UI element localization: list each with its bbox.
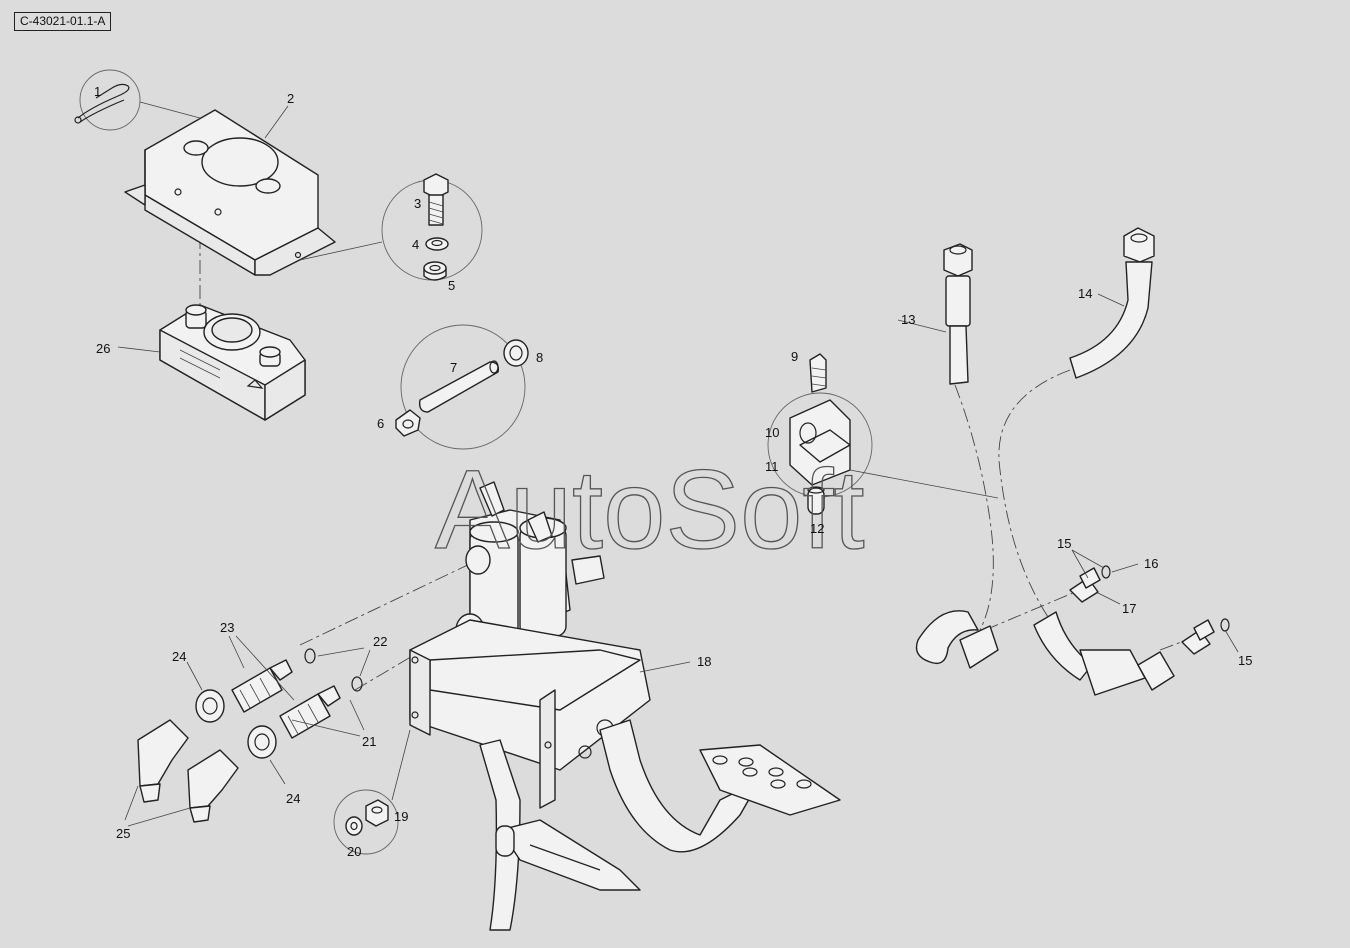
callout-4: 4 (412, 237, 419, 252)
callout-21: 21 (362, 734, 376, 749)
callout-1: 1 (94, 84, 101, 99)
callout-6: 6 (377, 416, 384, 431)
r-clip-part (74, 83, 130, 124)
callout-numbers: 1 2 3 4 5 6 7 8 9 10 11 12 13 14 15 15 1… (94, 84, 1252, 859)
drawing-reference-label: C-43021-01.1-A (14, 12, 112, 31)
callout-20: 20 (347, 844, 361, 859)
callout-16: 16 (1144, 556, 1158, 571)
hose-fitting-parts (915, 565, 1230, 696)
clamp-pin-grommet-parts (395, 339, 529, 437)
callout-8: 8 (536, 350, 543, 365)
detail-circle-pin (400, 324, 526, 450)
grommet-elbow-parts (137, 689, 277, 823)
callout-14: 14 (1078, 286, 1092, 301)
callout-5: 5 (448, 278, 455, 293)
callout-15b: 15 (1238, 653, 1252, 668)
callout-25: 25 (116, 826, 130, 841)
callout-10: 10 (765, 425, 779, 440)
brake-valve-pedal-assembly (409, 481, 841, 931)
callout-2: 2 (287, 91, 294, 106)
callout-9: 9 (791, 349, 798, 364)
callout-19: 19 (394, 809, 408, 824)
callout-11: 11 (765, 459, 779, 474)
fluid-reservoir-part (159, 304, 306, 421)
callout-18: 18 (697, 654, 711, 669)
callout-15a: 15 (1057, 536, 1071, 551)
callout-17: 17 (1122, 601, 1136, 616)
callout-24a: 24 (172, 649, 186, 664)
callout-12: 12 (810, 521, 824, 536)
leader-lines (117, 101, 1239, 827)
callout-24b: 24 (286, 791, 300, 806)
straight-hose-part (943, 243, 973, 385)
curved-hose-part (1069, 227, 1155, 379)
callout-23: 23 (220, 620, 234, 635)
callout-13: 13 (901, 312, 915, 327)
callout-7: 7 (450, 360, 457, 375)
mounting-bracket-part (124, 109, 336, 276)
adapter-oring-parts (231, 648, 363, 739)
nut-washer-parts (345, 799, 389, 836)
callout-22: 22 (373, 634, 387, 649)
detail-circle-nut (333, 789, 399, 855)
callout-26: 26 (96, 341, 110, 356)
detail-circle-clip (79, 69, 141, 131)
callout-3: 3 (414, 196, 421, 211)
watermark-text: AutoSoft (435, 447, 865, 572)
bolt-washer-nut-parts (423, 173, 449, 281)
